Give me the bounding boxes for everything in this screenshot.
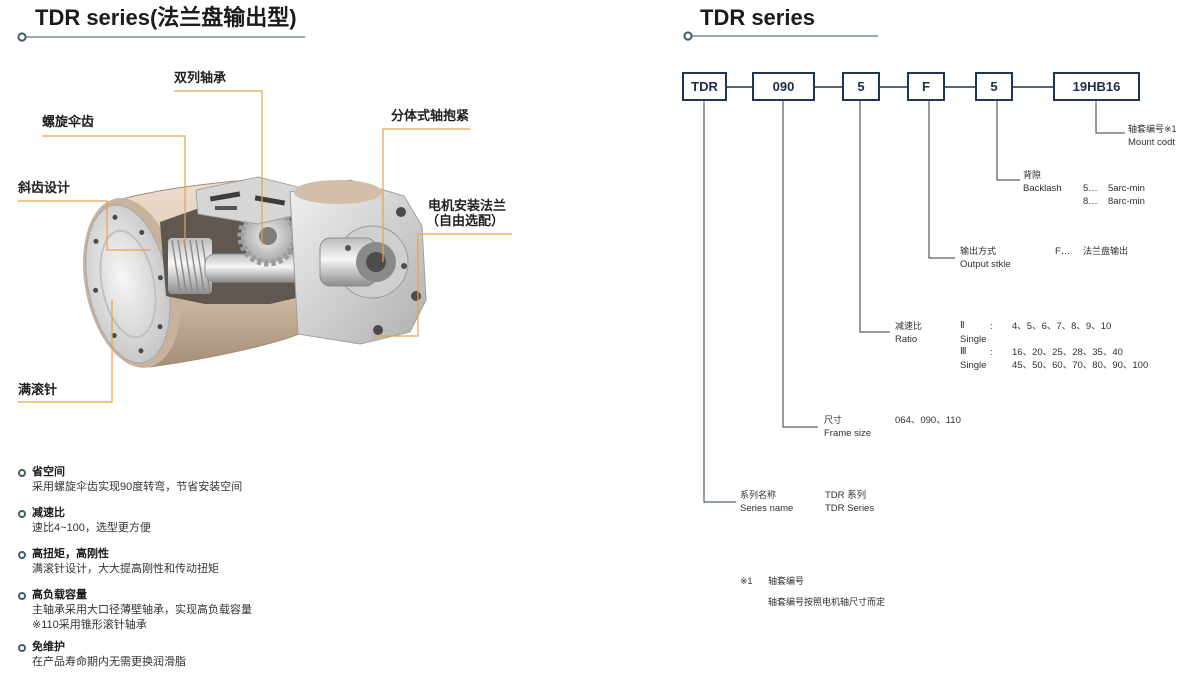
ratio-label-en: Ratio — [895, 334, 918, 345]
feature-text: 主轴承采用大口径薄壁轴承，实现高负载容量 — [32, 604, 252, 616]
feature-title: 高负载容量 — [32, 589, 87, 601]
feature-text: ※110采用锥形滚针轴承 — [32, 619, 147, 631]
mount-code-label-en: Mount codt — [1128, 137, 1175, 148]
callout-motor-flange: 电机安装法兰 — [428, 198, 507, 213]
ratio-values: 4、5、6、7、8、9、10 — [1012, 321, 1112, 332]
callout-line-double-row-bearing — [174, 90, 263, 245]
footnote-text: 轴套编号按照电机轴尺寸而定 — [768, 597, 886, 607]
callout-line-motor-flange — [372, 233, 512, 337]
code-box-series: TDR — [682, 72, 727, 101]
ring-icon — [683, 31, 693, 41]
output-label-cn: 输出方式 — [960, 246, 997, 256]
code-box-ratio: 5 — [842, 72, 880, 101]
ring-bullet-icon — [18, 551, 26, 559]
series-value-en: TDR Series — [825, 503, 875, 514]
callout-line-spiral-bevel-gear — [42, 135, 186, 245]
output-label-en: Output stkle — [960, 259, 1011, 270]
backlash-option-value: 8arc-min — [1108, 196, 1145, 207]
leader-series — [703, 101, 736, 503]
leader-backlash — [996, 101, 1020, 181]
ratio-group-sep: : — [990, 321, 993, 332]
ratio-group-mark: Ⅱ — [960, 321, 965, 331]
backlash-option-value: 5arc-min — [1108, 183, 1145, 194]
ring-bullet-icon — [18, 644, 26, 652]
callout-split-shaft-clamp: 分体式轴抱紧 — [391, 108, 470, 123]
callout-double-row-bearing: 双列轴承 — [174, 70, 227, 85]
callout-full-needle-rollers: 满滚针 — [18, 382, 58, 397]
leader-frame-size — [782, 101, 818, 428]
feature-title: 免维护 — [32, 641, 65, 653]
backlash-option-code: 5… — [1083, 183, 1098, 194]
feature-item: 高负载容量 主轴承采用大口径薄壁轴承，实现高负载容量 ※110采用锥形滚针轴承 — [17, 589, 317, 631]
ratio-label-cn: 减速比 — [895, 321, 923, 331]
frame-size-label-en: Frame size — [824, 428, 871, 439]
footnote-title: 轴套编号 — [768, 576, 805, 586]
feature-item: 高扭矩，高刚性 满滚针设计，大大提高刚性和传动扭矩 — [17, 548, 317, 588]
feature-item: 省空间 采用螺旋伞齿实现90度转弯，节省安装空间 — [17, 466, 317, 506]
feature-title: 省空间 — [32, 466, 65, 478]
callout-line-split-shaft-clamp — [382, 128, 470, 262]
ring-icon — [17, 32, 27, 42]
left-title-underline — [17, 32, 305, 42]
feature-item: 免维护 在产品寿命期内无需更换润滑脂 — [17, 641, 317, 681]
code-box-backlash: 5 — [975, 72, 1013, 101]
leader-output — [928, 101, 955, 259]
ring-bullet-icon — [18, 592, 26, 600]
callout-motor-flange-note: （自由选配） — [426, 213, 505, 228]
feature-text: 在产品寿命期内无需更换润滑脂 — [32, 656, 186, 668]
frame-size-values: 064、090、110 — [895, 415, 961, 426]
output-option-code: F… — [1055, 246, 1071, 257]
mount-code-label-cn: 轴套编号※1 — [1128, 124, 1177, 134]
footnote-mark: ※1 — [740, 576, 753, 586]
ring-bullet-icon — [18, 469, 26, 477]
right-title-underline — [683, 31, 878, 41]
feature-title: 高扭矩，高刚性 — [32, 548, 109, 560]
frame-size-label-cn: 尺寸 — [824, 415, 843, 425]
ring-bullet-icon — [18, 510, 26, 518]
feature-text: 速比4~100，选型更方便 — [32, 522, 151, 534]
callout-helical-gear: 斜齿设计 — [18, 180, 71, 195]
series-value-cn: TDR 系列 — [825, 490, 867, 501]
backlash-label-cn: 背隙 — [1023, 170, 1042, 180]
page-title-right: TDR series — [700, 5, 815, 30]
leader-ratio — [859, 101, 890, 333]
ratio-group-sub: Single — [960, 334, 987, 345]
feature-item: 减速比 速比4~100，选型更方便 — [17, 507, 317, 547]
callout-line-helical-gear — [18, 200, 150, 251]
ratio-values: 16、20、25、28、35、40 — [1012, 347, 1123, 358]
output-option-value: 法兰盘输出 — [1083, 246, 1129, 256]
feature-title: 减速比 — [32, 507, 65, 519]
ratio-values: 45、50、60、70、80、90、100 — [1012, 360, 1149, 371]
series-label-cn: 系列名称 — [740, 490, 777, 500]
backlash-option-code: 8… — [1083, 196, 1098, 207]
series-label-en: Series name — [740, 503, 794, 514]
ratio-group-mark: Ⅲ — [960, 347, 967, 357]
backlash-label-en: Backlash — [1023, 183, 1062, 194]
code-box-frame-size: 090 — [752, 72, 815, 101]
code-box-output: F — [907, 72, 945, 101]
callout-line-full-needle-rollers — [18, 300, 113, 403]
feature-text: 满滚针设计，大大提高刚性和传动扭矩 — [32, 563, 219, 575]
ratio-group-sub: Single — [960, 360, 987, 371]
page-title-left: TDR series(法兰盘输出型) — [35, 5, 297, 30]
feature-text: 采用螺旋伞齿实现90度转弯，节省安装空间 — [32, 481, 243, 493]
leader-mount-code — [1095, 101, 1125, 134]
code-box-mount-code: 19HB16 — [1053, 72, 1140, 101]
ratio-group-sep: : — [990, 347, 993, 358]
callout-spiral-bevel-gear: 螺旋伞齿 — [42, 114, 95, 129]
product-cutaway-image — [83, 176, 427, 368]
